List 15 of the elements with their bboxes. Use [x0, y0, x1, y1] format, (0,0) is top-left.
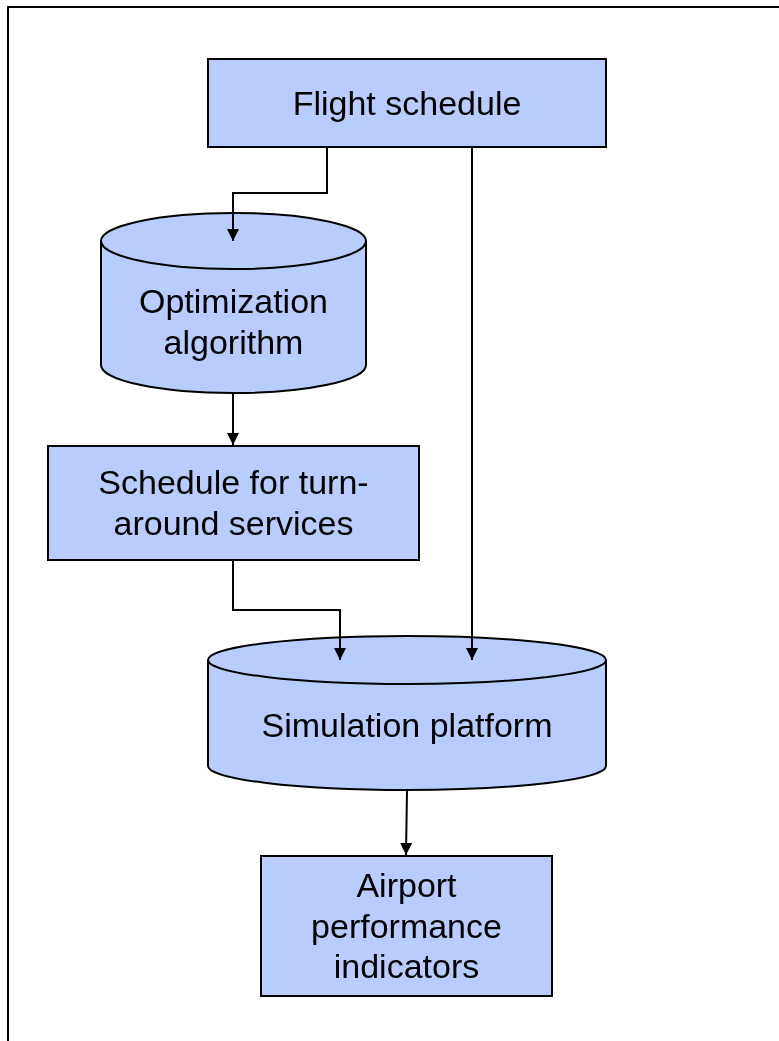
node-label: Simulation platform	[261, 704, 553, 746]
process-box	[207, 58, 607, 148]
node-label: Flight schedule	[292, 82, 522, 124]
arrow	[466, 147, 478, 661]
node-label: Airport performance indicators	[310, 864, 503, 988]
database-cylinder	[207, 636, 607, 790]
process-box	[47, 445, 420, 561]
arrow	[232, 560, 346, 661]
database-cylinder	[100, 213, 367, 393]
arrow	[400, 789, 413, 856]
process-box	[260, 855, 553, 997]
node-label: Optimization algorithm	[138, 281, 329, 363]
node-label: Schedule for turn-around services	[97, 462, 370, 544]
arrow	[227, 147, 328, 242]
arrow	[227, 392, 239, 446]
